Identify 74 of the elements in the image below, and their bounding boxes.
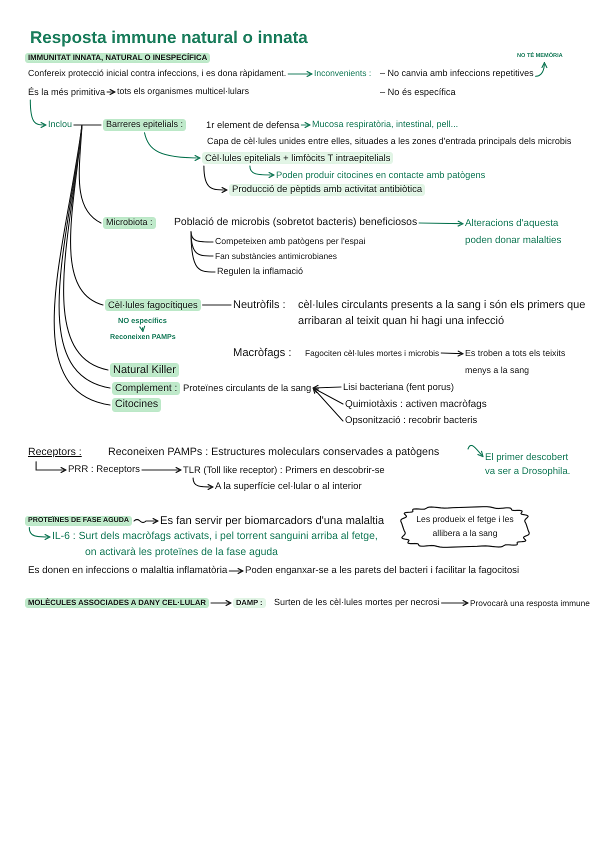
highlighted-term: Microbiota :: [103, 217, 156, 229]
arrow: [144, 132, 201, 161]
note-text: Provocarà una resposta immune: [470, 598, 590, 608]
arrow: [300, 122, 311, 128]
note-text: Competeixen amb patògens per l'espai: [215, 236, 366, 248]
note-text: – No és específica: [380, 86, 456, 98]
note-text: Macròfags :: [233, 346, 292, 360]
note-text: TLR (Toll like receptor) : Primers en descobrir-se: [183, 464, 385, 476]
arrow: [210, 600, 232, 606]
note-text: Inclou: [48, 119, 72, 131]
note-text: 1r element de defensa: [206, 118, 300, 132]
arrow: [139, 326, 146, 332]
note-text: Es fan servir per biomarcadors d'una malaltia: [160, 514, 384, 528]
highlighted-term: Citocines: [112, 398, 162, 412]
arrow: [30, 99, 47, 128]
arrow: [36, 461, 67, 473]
highlighted-term: Cèl·lules epitelials + limfòcits T intraepitelials: [202, 152, 394, 164]
callout-text: Les produeix el fetge i les allibera a la sang: [415, 513, 515, 540]
highlighted-term: Producció de pèptids amb activitat antibiòtica: [229, 184, 426, 196]
connector-line: [190, 231, 216, 273]
cloud-bubble: [398, 505, 532, 549]
note-text: Lisi bacteriana (fent porus): [343, 380, 454, 394]
note-text: Alteracions d'aquesta poden donar malalties: [465, 214, 571, 248]
note-text: Es donen en infeccions o malaltia inflamatòria: [28, 564, 228, 578]
arrow: [418, 220, 464, 227]
note-text: IL-6 : Surt dels macròfags activats, i pel torrent sanguini arriba al fetge, on activarà les proteïnes de la fase aguda: [52, 529, 385, 561]
note-text: Població de microbis (sobretot bacteris) beneficiosos: [174, 216, 418, 230]
arrow: [203, 166, 228, 193]
highlighted-term: Complement :: [112, 382, 180, 394]
arrow: [133, 518, 159, 524]
arrow: [228, 568, 244, 574]
note-text: PRR : Receptors: [68, 464, 140, 476]
highlighted-term: Barreres epitelials :: [103, 119, 186, 131]
note-text: És la més primitiva: [28, 86, 106, 98]
note-text: Proteïnes circulants de la sang: [183, 382, 312, 394]
note-text: Poden produir citocines en contacte amb patògens: [276, 168, 486, 182]
connector-line: [190, 231, 214, 243]
note-text: Quimiotàxis : activen macròfags: [345, 398, 487, 410]
note-text: A la superfície cel·lular o al interior: [215, 480, 362, 494]
note-text: – No canvia amb infeccions repetitives: [380, 68, 534, 80]
note-text: Regulen la inflamació: [217, 266, 304, 278]
page-title: Resposta immune natural o innata: [30, 26, 308, 49]
section-heading: Receptors :: [28, 446, 82, 460]
note-text: Reconeixen PAMPs : Estructures moleculars conservades a patògens: [108, 446, 440, 460]
note-text: cèl·lules circulants presents a la sang i són els primers que arribaran al teixit quan hi hagi una infecció: [298, 298, 586, 329]
highlighted-term: Cèl·lules fagocítiques: [105, 298, 201, 312]
arrow: [312, 384, 342, 391]
arrow: [192, 478, 214, 490]
arrow: [440, 350, 464, 357]
arrow: [467, 444, 484, 458]
arrow: [312, 387, 344, 405]
note-text: Capa de cèl·lules unides entre elles, situades a les zones d'entrada principals dels microbis: [207, 136, 572, 148]
connector-line: [202, 304, 232, 306]
arrow: [106, 89, 116, 95]
note-text: Neutròfils :: [233, 298, 286, 312]
note-text: tots els organismes multicel·lulars: [117, 86, 249, 98]
note-text: Poden enganxar-se a les parets del bacteri i facilitar la fagocitosi: [245, 564, 520, 578]
note-text: Es troben a tots els teixits menys a la sang: [465, 344, 575, 378]
highlighted-term: Natural Killer: [110, 362, 179, 378]
arrow: [441, 600, 469, 606]
arrow: [249, 166, 275, 178]
note-text: Mucosa respiratòria, intestinal, pell...: [312, 119, 458, 131]
note-text: Opsonització : recobrir bacteris: [345, 414, 478, 428]
note-text: Surten de les cèl·lules mortes per necrosi: [274, 597, 440, 609]
arrow: [312, 387, 344, 422]
note-text: Inconvenients :: [314, 68, 372, 80]
arrow: [288, 71, 313, 77]
arrow: [535, 62, 548, 77]
note-text: Confereix protecció inicial contra infeccions, i es dona ràpidament.: [28, 68, 286, 80]
note-text: El primer descobert va ser a Drosophila.: [485, 451, 577, 479]
note-text: Fagociten cèl·lules mortes i microbis: [305, 348, 440, 358]
note-text: Fan substàncies antimicrobianes: [215, 250, 337, 262]
arrow: [28, 527, 51, 540]
arrow: [141, 467, 182, 473]
